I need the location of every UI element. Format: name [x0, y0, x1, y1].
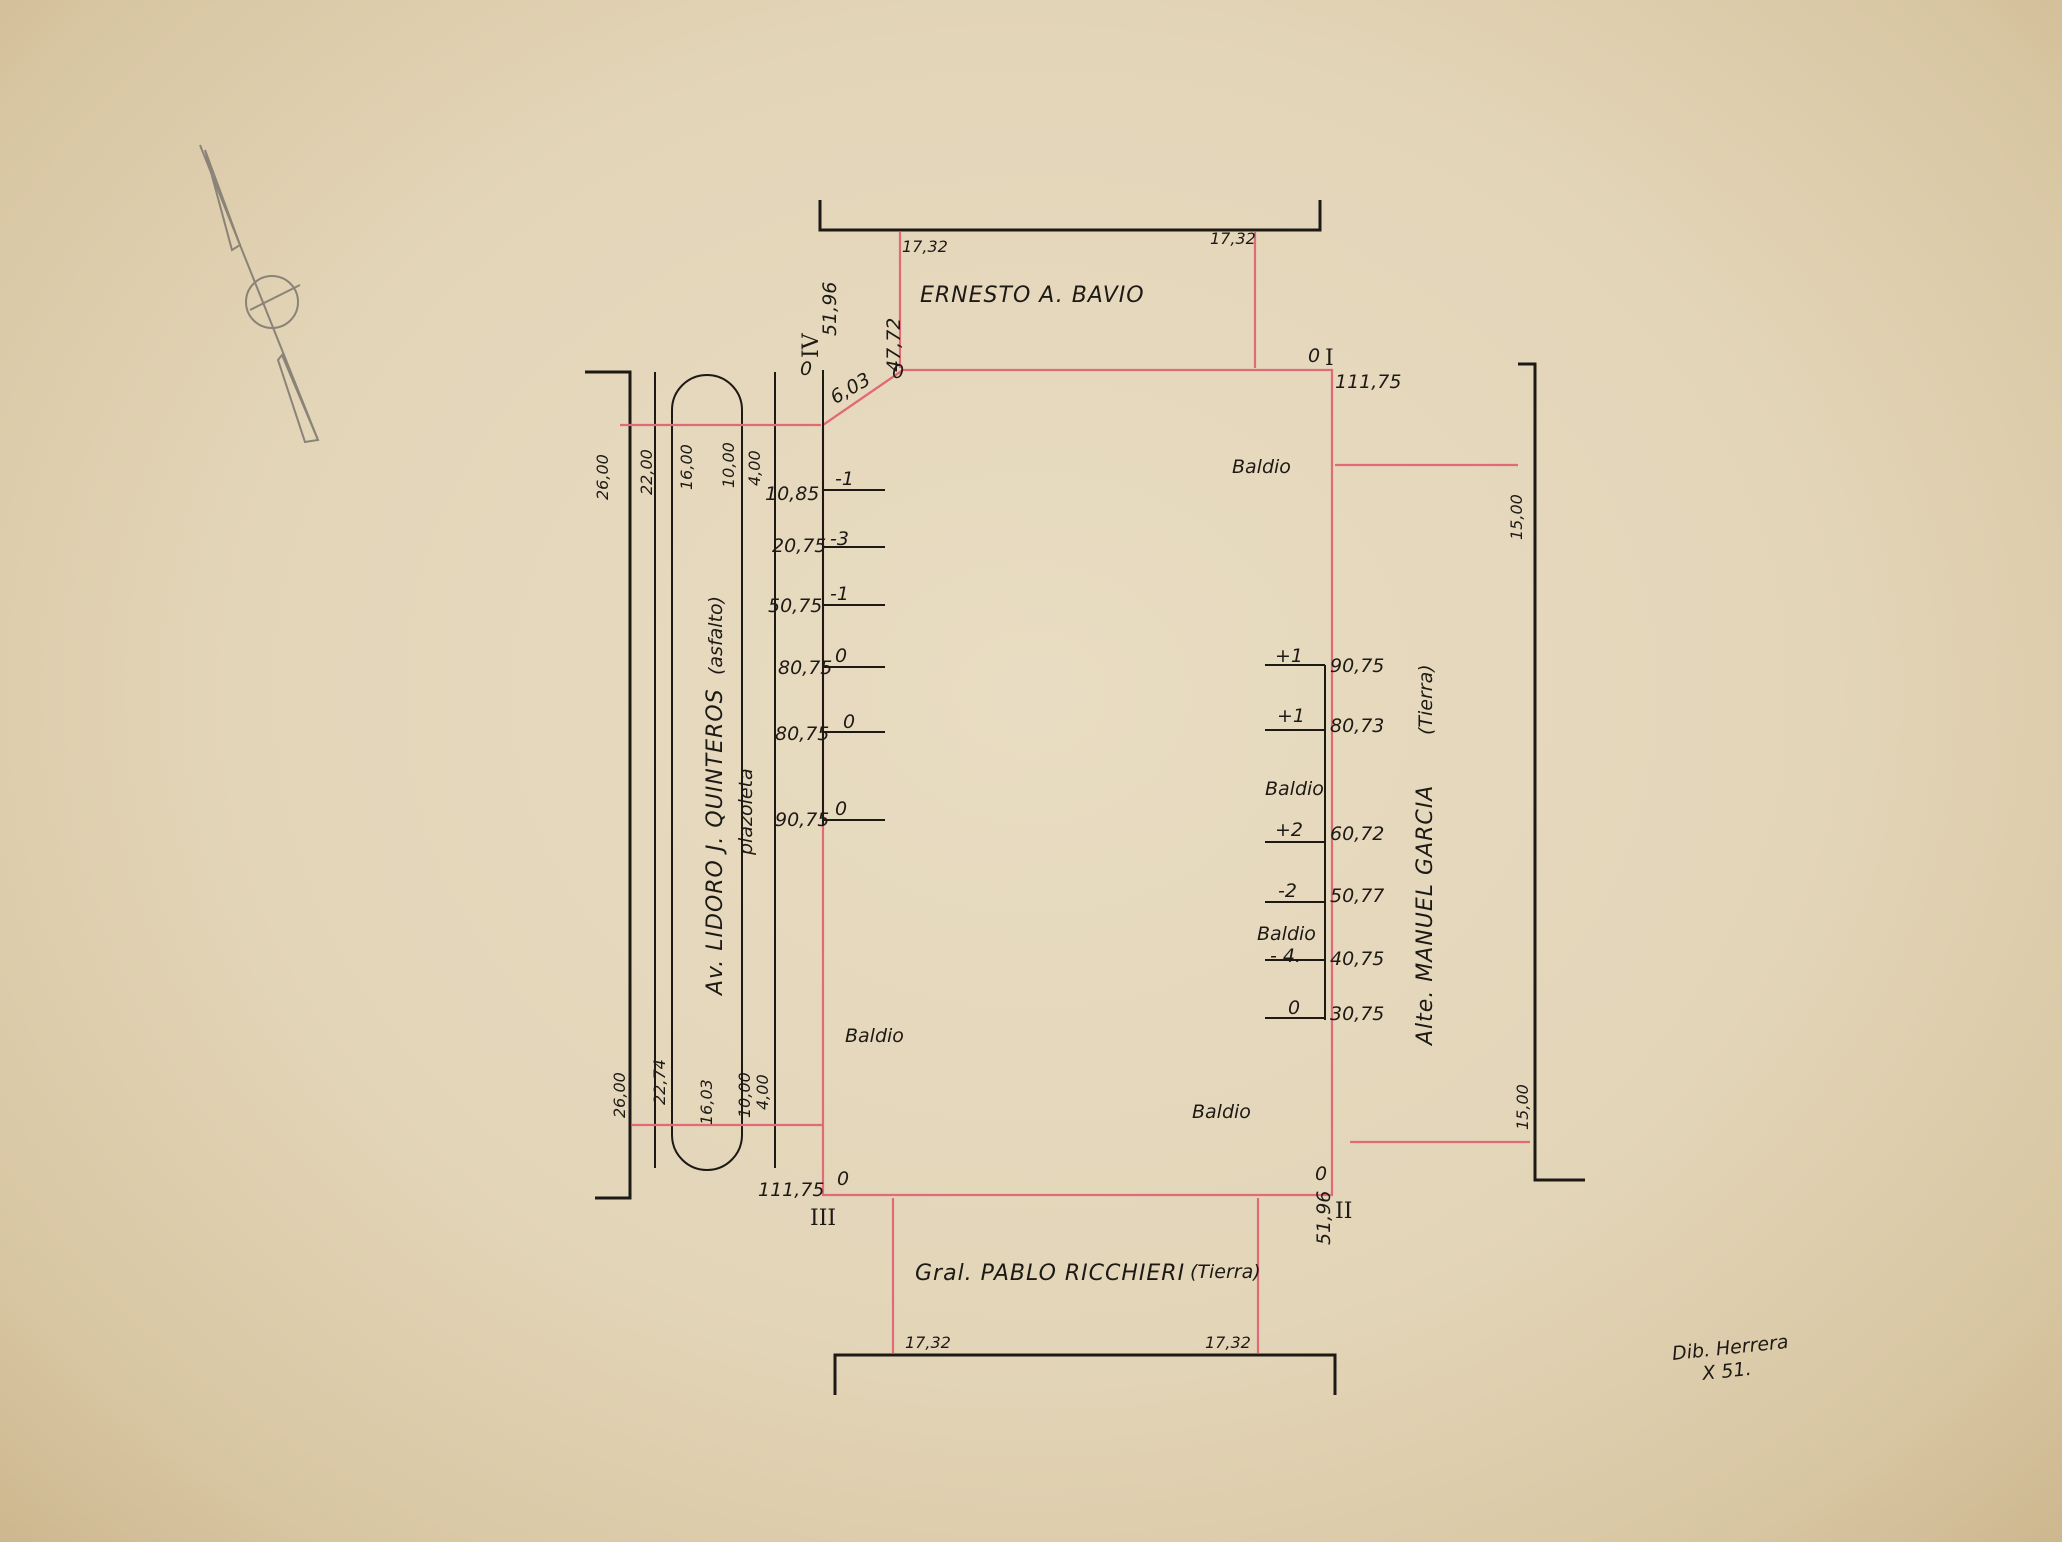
- west-mark-value-2: 50,75: [768, 595, 822, 617]
- baldio-label-2: Baldio: [1257, 923, 1316, 945]
- west-mark-level-3: 0: [835, 645, 847, 667]
- chamfer-end-value: 47,72: [883, 318, 905, 372]
- plazoleta-label: plazoleta: [735, 768, 757, 856]
- corner-label-ii: II: [1335, 1199, 1352, 1224]
- lot-boundary: [821, 368, 1334, 1197]
- baldio-label-3: Baldio: [845, 1025, 904, 1047]
- east-mark-level-4: - 4.: [1270, 945, 1301, 967]
- dim-west-top-4: 4,00: [745, 450, 764, 486]
- west-side-ticks: [822, 370, 885, 825]
- street-note-south: (Tierra): [1190, 1261, 1261, 1283]
- west-avenue-lines: [585, 370, 776, 1200]
- dim-east-bottom: 15,00: [1513, 1084, 1532, 1130]
- west-mark-value-0: 10,85: [765, 483, 819, 505]
- west-mark-level-4: 0: [843, 711, 855, 733]
- street-name-east: Alte. MANUEL GARCIA: [1413, 785, 1438, 1047]
- dim-west-top-2: 16,00: [677, 444, 696, 490]
- dim-south-right: 17,32: [1205, 1333, 1251, 1352]
- corner-mark-iii: 0: [837, 1168, 849, 1190]
- street-note-west: (asfalto): [705, 596, 727, 675]
- street-name-south: Gral. PABLO RICCHIERI: [915, 1261, 1185, 1286]
- baldio-label-1: Baldio: [1265, 778, 1324, 800]
- street-name-west: Av. LIDORO J. QUINTEROS: [703, 688, 728, 997]
- dim-west-top-3: 10,00: [719, 442, 738, 488]
- east-mark-value-0: 90,75: [1330, 655, 1384, 677]
- east-mark-value-3: 50,77: [1330, 885, 1384, 907]
- west-mark-level-0: -1: [835, 468, 854, 490]
- dim-north-left: 17,32: [902, 237, 948, 256]
- north-arrow-icon: [199, 144, 320, 444]
- west-mark-value-5: 90,75: [775, 809, 829, 831]
- signature-date: X 51.: [1700, 1358, 1752, 1385]
- corner-label-i: I: [1325, 346, 1334, 371]
- east-mark-value-5: 30,75: [1330, 1003, 1384, 1025]
- dim-west-top-0: 26,00: [593, 454, 612, 500]
- dim-west-bottom-4: 4,00: [753, 1074, 772, 1110]
- dim-east-top: 15,00: [1507, 494, 1526, 540]
- west-mark-level-2: -1: [830, 583, 849, 605]
- east-street-bracket: [1518, 362, 1585, 1182]
- east-mark-value-4: 40,75: [1330, 948, 1384, 970]
- dim-west-bottom-2: 16,03: [697, 1079, 716, 1125]
- corner-mark-ii: 0: [1315, 1163, 1327, 1185]
- south-street-bracket: [833, 1353, 1337, 1395]
- west-mark-value-1: 20,75: [772, 535, 826, 557]
- dim-west-bottom-1: 22,74: [650, 1059, 669, 1105]
- corner-label-iv: IV: [799, 332, 824, 358]
- street-note-east: (Tierra): [1415, 664, 1437, 735]
- corner-value-ii: 51,96: [1313, 1191, 1335, 1245]
- corner-mark-iv: 0: [800, 358, 812, 380]
- dim-west-top-1: 22,00: [637, 449, 656, 495]
- corner-value-iv: 51,96: [819, 282, 841, 336]
- west-mark-level-5: 0: [835, 798, 847, 820]
- east-mark-value-1: 80,73: [1330, 715, 1384, 737]
- dimension-leaders: [620, 232, 1530, 1353]
- corner-value-i: 111,75: [1335, 371, 1401, 393]
- west-mark-value-4: 80,75: [775, 723, 829, 745]
- west-mark-level-1: -3: [830, 528, 849, 550]
- east-mark-level-3: -2: [1278, 880, 1297, 902]
- baldio-label-4: Baldio: [1192, 1101, 1251, 1123]
- east-mark-level-1: +1: [1277, 705, 1305, 727]
- plazoleta-island: [671, 374, 743, 1171]
- west-mark-value-3: 80,75: [778, 657, 832, 679]
- north-street-bracket: [818, 200, 1322, 232]
- street-name-north: ERNESTO A. BAVIO: [920, 283, 1145, 308]
- chamfer-end-mark: 0: [892, 361, 904, 383]
- east-mark-level-2: +2: [1275, 819, 1303, 841]
- corner-label-iii: III: [810, 1206, 836, 1231]
- east-side-ticks: [1265, 664, 1326, 1020]
- east-mark-level-5: 0: [1288, 997, 1300, 1019]
- east-mark-level-0: +1: [1275, 645, 1303, 667]
- dim-north-right: 17,32: [1210, 229, 1256, 248]
- dim-west-bottom-3: 10,00: [735, 1072, 754, 1118]
- dim-south-left: 17,32: [905, 1333, 951, 1352]
- east-mark-value-2: 60,72: [1330, 823, 1384, 845]
- dim-west-bottom-0: 26,00: [610, 1072, 629, 1118]
- chamfer-length: 6,03: [827, 368, 875, 408]
- corner-value-iii: 111,75: [758, 1179, 824, 1201]
- corner-mark-i: 0: [1308, 345, 1320, 367]
- baldio-label-0: Baldio: [1232, 456, 1291, 478]
